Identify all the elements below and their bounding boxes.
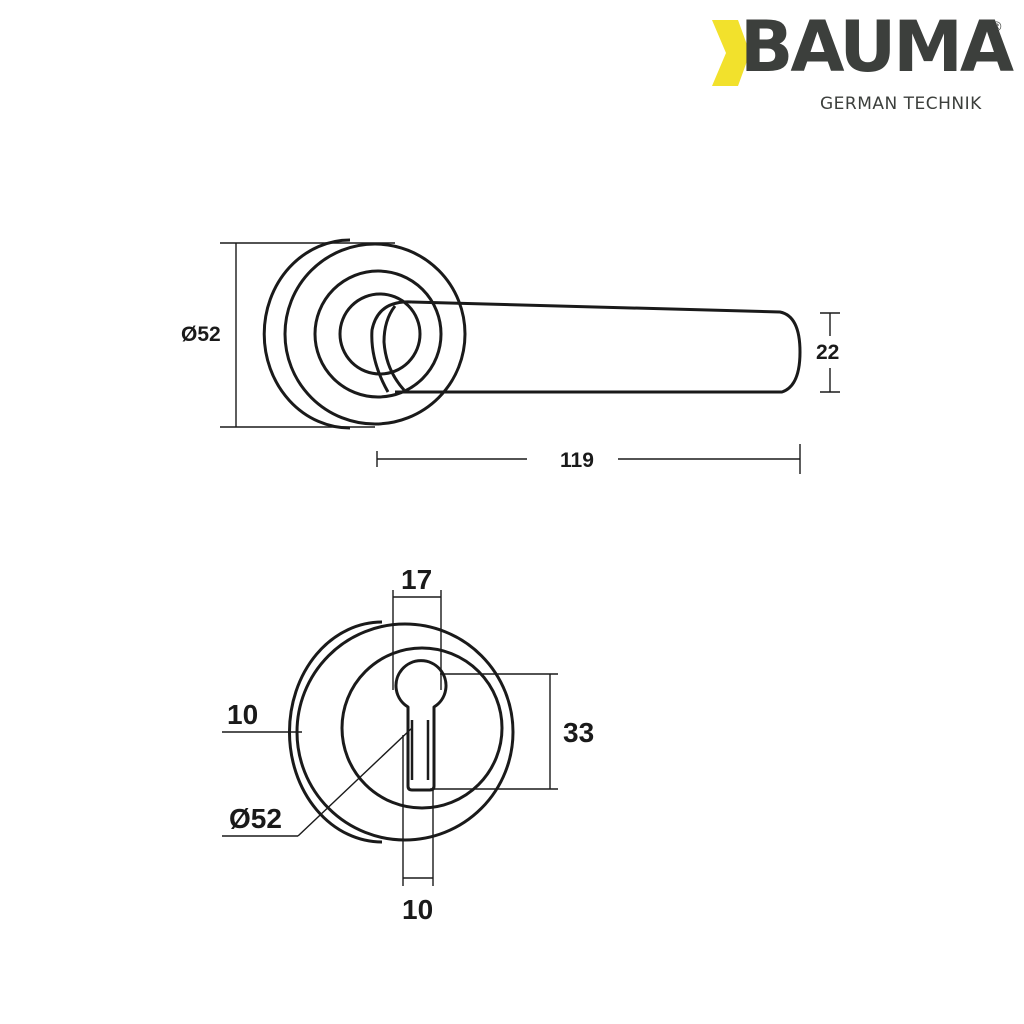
lever-neck-inner	[382, 305, 406, 392]
rose-back-plate	[262, 238, 351, 430]
keyhole-shape	[394, 659, 448, 792]
keyhole-bottom-width-label: 10	[402, 894, 434, 925]
front-diameter-label: Ø52	[229, 803, 282, 834]
front-view	[222, 590, 558, 886]
side-diameter-label: Ø52	[181, 323, 221, 346]
rose-inner-ring	[313, 269, 443, 399]
neck-ring	[338, 292, 422, 376]
brand-tagline: GERMAN TECHNIK	[820, 94, 982, 114]
keyhole-height-label: 33	[563, 717, 595, 748]
lever-height-label: 22	[816, 341, 840, 364]
dimension-front-diameter	[222, 727, 413, 837]
dimension-lever-length	[376, 444, 801, 474]
rose-thickness-label: 10	[227, 699, 259, 730]
lever-body	[395, 300, 802, 394]
rose-outer-ring	[283, 242, 467, 426]
logo-mark-icon	[712, 20, 750, 86]
lever-neck-curve	[370, 300, 413, 393]
keyhole-width-label: 17	[401, 564, 433, 595]
dimension-keyhole-height	[430, 673, 558, 790]
dimension-keyhole-bottom-width	[402, 735, 434, 886]
keyhole-inner	[410, 720, 430, 780]
brand-name: BAUMA	[740, 6, 1014, 88]
front-back-plate	[287, 620, 383, 844]
dimension-keyhole-width	[392, 590, 442, 690]
front-rose-inner	[340, 646, 504, 810]
lever-length-label: 119	[560, 449, 594, 472]
side-view	[220, 238, 840, 474]
brand-logo: BAUMA ® GERMAN TECHNIK	[712, 12, 1014, 118]
dimension-lever-height	[820, 312, 840, 393]
registered-mark: ®	[990, 20, 1003, 35]
